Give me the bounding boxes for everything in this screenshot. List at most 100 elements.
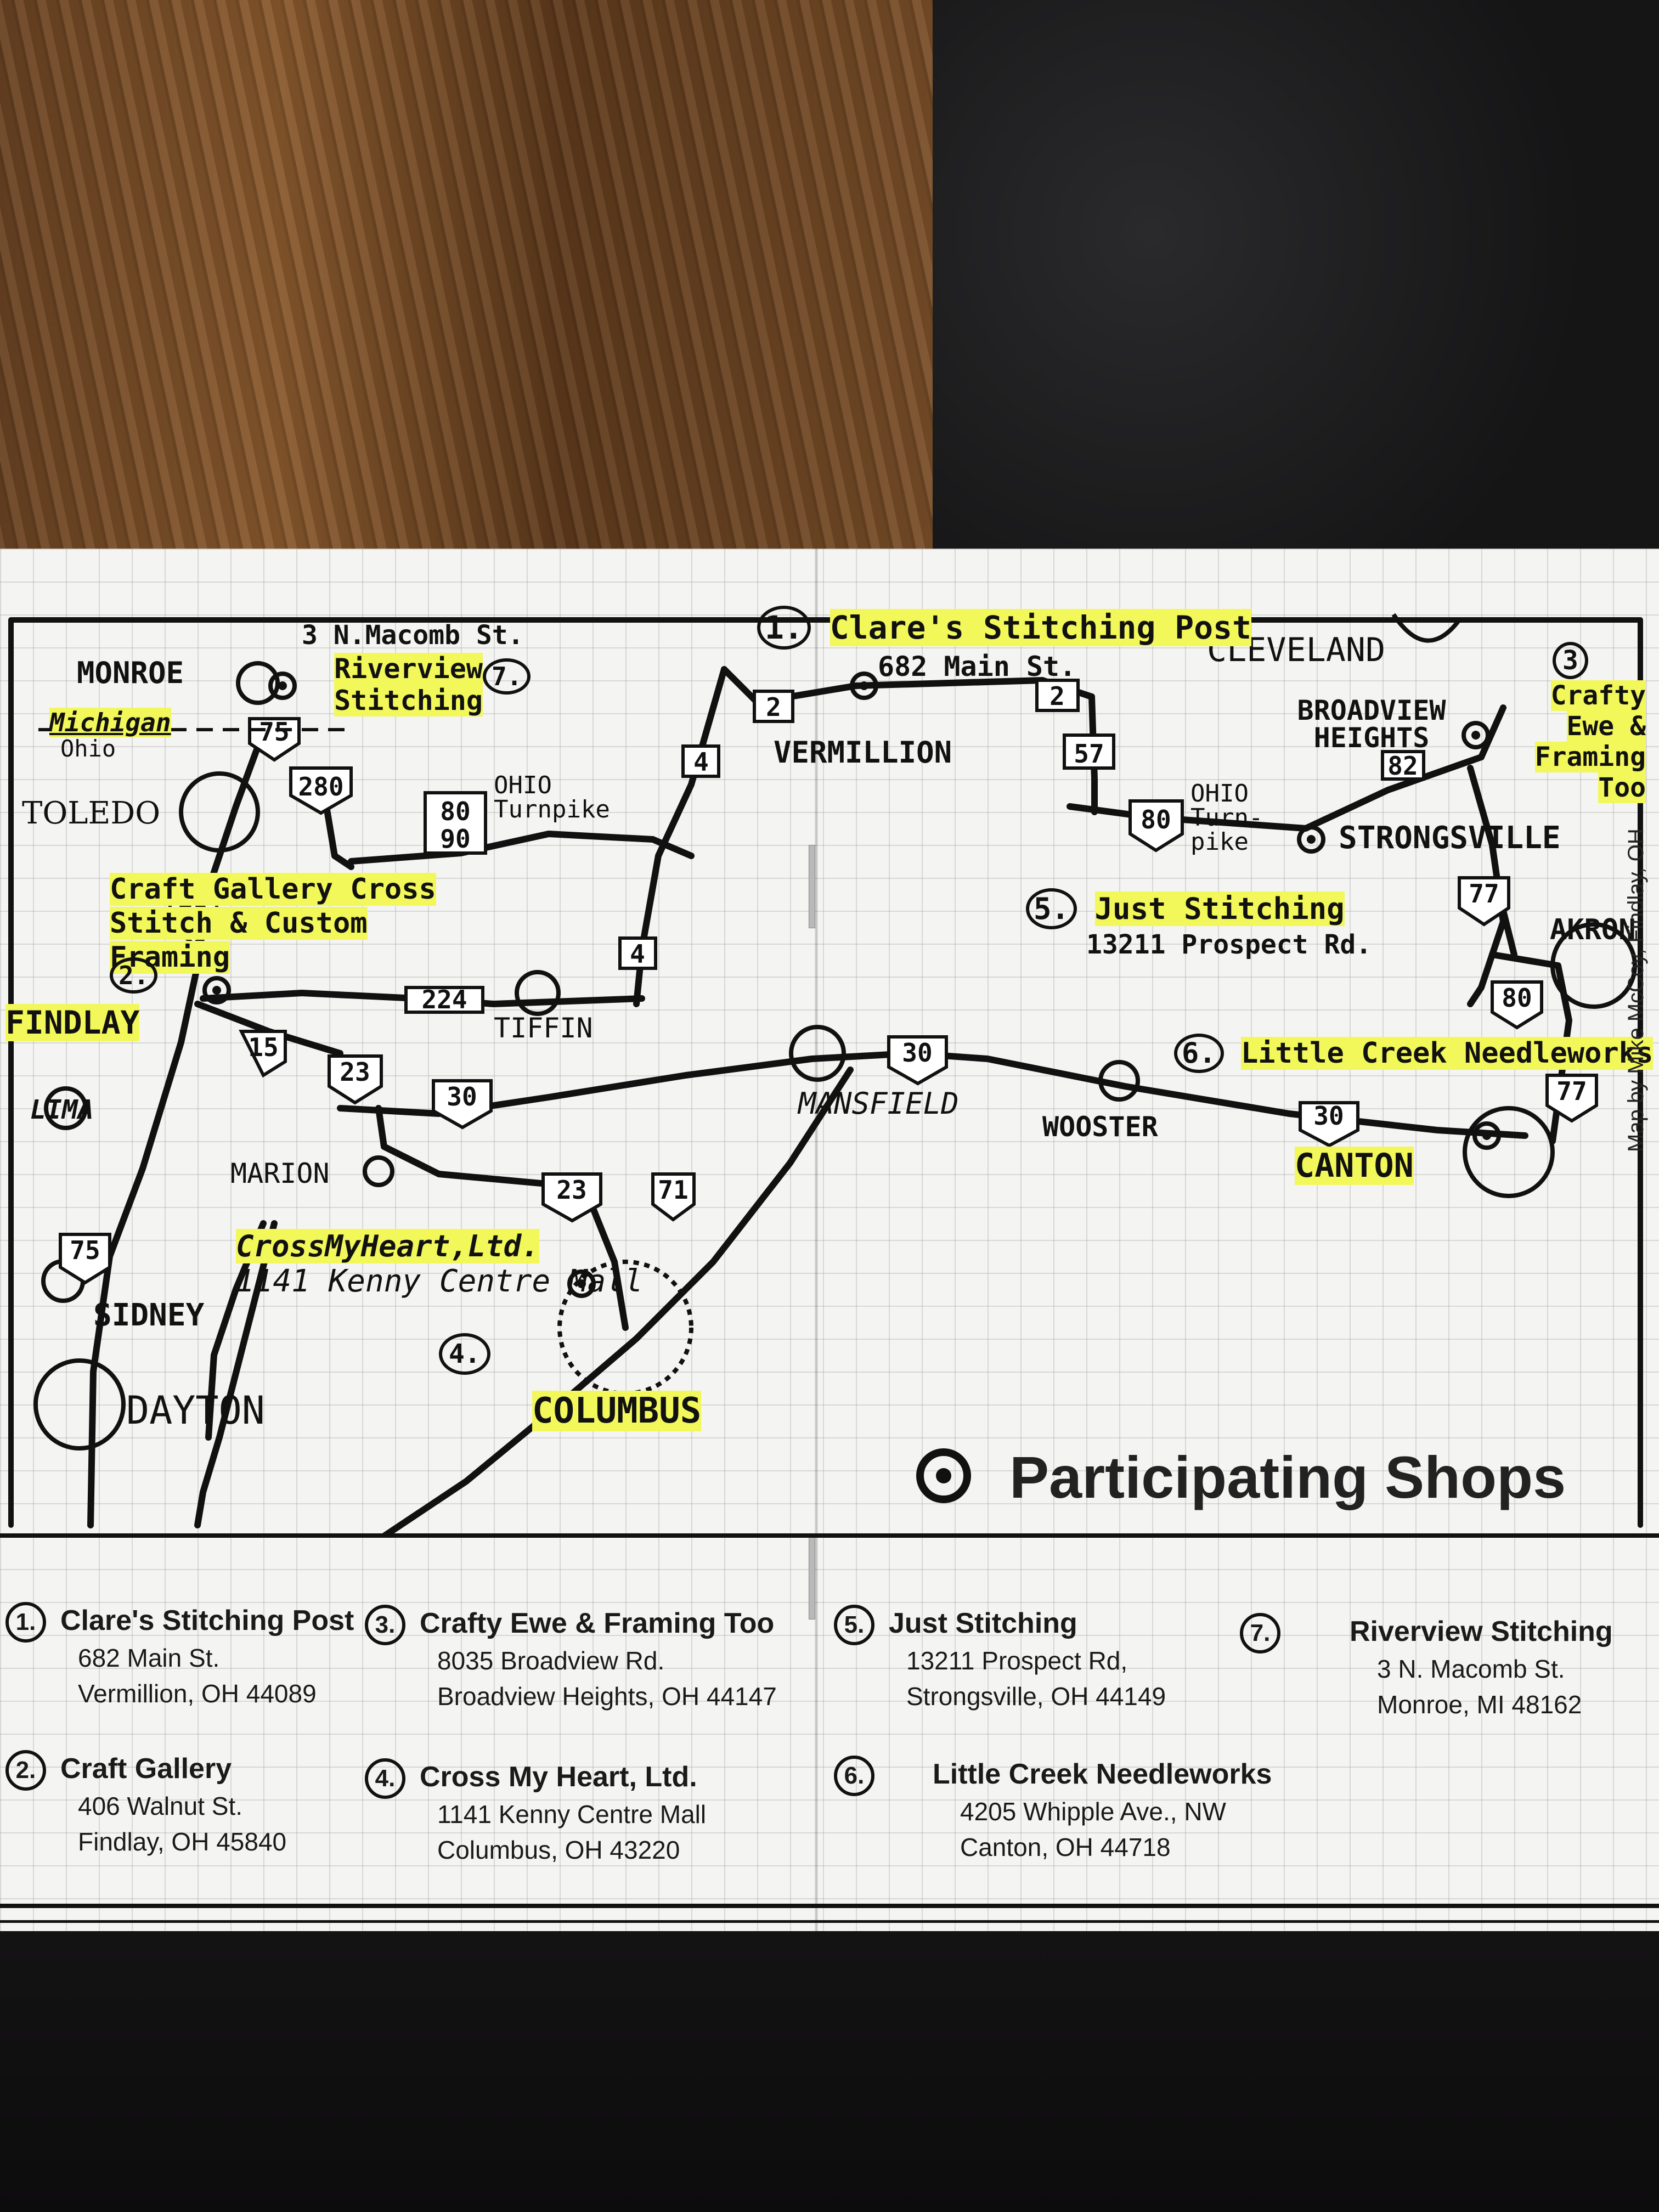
shop-street: 682 Main St. bbox=[78, 1644, 220, 1672]
callout-2-name: Craft Gallery Cross Stitch & Custom Fram… bbox=[110, 873, 436, 974]
route-shield-75-north: 75 bbox=[259, 717, 289, 747]
route-shield-4-north: 4 bbox=[693, 747, 709, 777]
city-label-tiffin: TIFFIN bbox=[494, 1012, 593, 1044]
shop-city: Columbus, OH 43220 bbox=[437, 1836, 680, 1864]
staple-top bbox=[809, 845, 815, 928]
shop-number: 4. bbox=[365, 1758, 405, 1799]
route-shield-90: 90 bbox=[440, 824, 470, 854]
shop-number: 7. bbox=[1240, 1613, 1280, 1654]
mansfield-city-circle bbox=[789, 1025, 846, 1082]
callout-5: 5. Just Stitching 13211 Prospect Rd. bbox=[1026, 888, 1372, 961]
cleveland-city-arc bbox=[1391, 613, 1462, 643]
callout-3-name: Crafty Ewe & Framing Too bbox=[1534, 680, 1646, 803]
shop-street: 3 N. Macomb St. bbox=[1377, 1655, 1565, 1683]
route-shield-82: 82 bbox=[1387, 751, 1418, 781]
shop-name: Little Creek Needleworks bbox=[933, 1758, 1272, 1790]
tiffin-city-circle bbox=[515, 970, 561, 1016]
callout-2-number: 2. bbox=[110, 957, 158, 994]
shop-street: 4205 Whipple Ave., NW bbox=[960, 1797, 1226, 1826]
callout-3: Crafty Ewe & Framing Too bbox=[1498, 680, 1646, 803]
shop-city: Broadview Heights, OH 44147 bbox=[437, 1682, 777, 1711]
shop-name: Craft Gallery bbox=[60, 1753, 232, 1785]
route-shield-71: 71 bbox=[658, 1175, 688, 1205]
route-shield-2-east: 2 bbox=[1049, 681, 1065, 711]
city-label-vermillion: VERMILLION bbox=[774, 735, 952, 770]
city-label-canton: CANTON bbox=[1295, 1147, 1414, 1185]
state-label-michigan: Michigan bbox=[49, 708, 171, 737]
shop-name: Riverview Stitching bbox=[1350, 1616, 1613, 1647]
shop-name: Just Stitching bbox=[889, 1607, 1077, 1639]
shop-street: 406 Walnut St. bbox=[78, 1792, 243, 1820]
route-shield-77-south: 77 bbox=[1556, 1076, 1587, 1106]
shop-number: 2. bbox=[5, 1750, 46, 1791]
city-label-toledo: TOLEDO bbox=[22, 795, 161, 831]
shop-number: 5. bbox=[834, 1605, 874, 1645]
city-label-wooster: WOOSTER bbox=[1042, 1111, 1158, 1143]
callout-1-address: 682 Main St. bbox=[878, 651, 1076, 682]
callout-2: Craft Gallery Cross Stitch & Custom Fram… bbox=[110, 872, 494, 974]
callout-4-address: 1141 Kenny Centre Mall bbox=[236, 1263, 643, 1299]
wood-table-background bbox=[0, 0, 933, 582]
city-label-findlay: FINDLAY bbox=[5, 1004, 140, 1041]
lap-background bbox=[0, 1931, 1659, 2212]
callout-5-name: Just Stitching bbox=[1094, 891, 1345, 926]
directory-top-rule bbox=[0, 1533, 1659, 1538]
callout-4-name: CrossMyHeart,Ltd. bbox=[236, 1229, 539, 1263]
route-shield-80-east: 80 bbox=[1141, 805, 1171, 834]
city-label-broadview-heights: BROADVIEW HEIGHTS bbox=[1297, 695, 1446, 754]
callout-7-number: 7. bbox=[483, 658, 531, 695]
callout-7: Riverview Stitching bbox=[296, 653, 483, 716]
shop-city: Strongsville, OH 44149 bbox=[906, 1682, 1166, 1711]
route-shield-224: 224 bbox=[421, 985, 467, 1014]
akron-city-circle bbox=[1550, 922, 1637, 1009]
route-shield-30-east: 30 bbox=[1313, 1101, 1344, 1131]
route-shield-2-west: 2 bbox=[766, 692, 781, 722]
directory-bottom-rule-2 bbox=[0, 1920, 1659, 1923]
route-shield-23-south: 23 bbox=[556, 1175, 586, 1205]
callout-1: 1. Clare's Stitching Post 682 Main St. bbox=[757, 606, 1251, 684]
route-shield-23-north: 23 bbox=[340, 1057, 370, 1087]
turnpike-label-east: OHIO Turn-pike bbox=[1190, 780, 1263, 856]
callout-7-address: 3 N.Macomb St. bbox=[302, 620, 524, 651]
legend-title: Participating Shops bbox=[1009, 1444, 1566, 1510]
shop-city: Monroe, MI 48162 bbox=[1377, 1690, 1582, 1719]
shop-markers bbox=[202, 672, 1501, 1298]
map-brochure bbox=[0, 549, 1659, 1953]
lima-city-circle bbox=[44, 1086, 88, 1130]
callout-6: 6. Little Creek Needleworks bbox=[1174, 1034, 1654, 1073]
canton-city-circle bbox=[1463, 1106, 1555, 1198]
city-label-marion: MARION bbox=[230, 1158, 330, 1189]
route-shield-77-north: 77 bbox=[1469, 879, 1499, 909]
marion-city-circle bbox=[363, 1155, 394, 1187]
shop-city: Vermillion, OH 44089 bbox=[78, 1679, 317, 1708]
shop-number: 3. bbox=[365, 1605, 405, 1645]
callout-5-address: 13211 Prospect Rd. bbox=[1086, 929, 1372, 960]
toledo-city-circle bbox=[179, 771, 260, 853]
city-label-columbus: COLUMBUS bbox=[532, 1391, 702, 1431]
shop-number: 1. bbox=[5, 1602, 46, 1643]
shop-number: 6. bbox=[834, 1756, 874, 1796]
shop-street: 8035 Broadview Rd. bbox=[437, 1646, 665, 1675]
route-shield-80: 80 bbox=[440, 797, 470, 826]
monroe-city-circle bbox=[236, 661, 280, 705]
city-label-dayton: DAYTON bbox=[126, 1388, 265, 1433]
route-shield-280: 280 bbox=[298, 772, 343, 802]
callout-4-number: 4. bbox=[439, 1333, 490, 1375]
shop-city: Canton, OH 44718 bbox=[960, 1833, 1171, 1861]
callout-7-name: Riverview Stitching bbox=[334, 653, 483, 716]
route-75-south-path bbox=[194, 1220, 278, 1528]
dark-mat-background bbox=[933, 0, 1659, 582]
road-map: 75 280 80 90 4 2 2 57 80 82 77 80 77 75 … bbox=[8, 613, 1643, 1536]
city-label-mansfield: MANSFIELD bbox=[798, 1086, 959, 1121]
directory-bottom-rule bbox=[0, 1904, 1659, 1908]
shop-street: 1141 Kenny Centre Mall bbox=[437, 1800, 707, 1829]
route-shield-4-south: 4 bbox=[630, 939, 645, 969]
dayton-city-circle bbox=[33, 1358, 126, 1451]
turnpike-label-west: OHIO Turnpike bbox=[494, 771, 610, 823]
route-shield-30-west: 30 bbox=[447, 1082, 477, 1111]
brochure-fold bbox=[815, 549, 818, 1953]
shop-marker-legend-icon bbox=[916, 1448, 971, 1503]
staple-bottom bbox=[809, 1536, 815, 1620]
callout-4: CrossMyHeart,Ltd. 1141 Kenny Centre Mall bbox=[236, 1229, 643, 1299]
callout-3-number: 3 bbox=[1553, 642, 1588, 679]
